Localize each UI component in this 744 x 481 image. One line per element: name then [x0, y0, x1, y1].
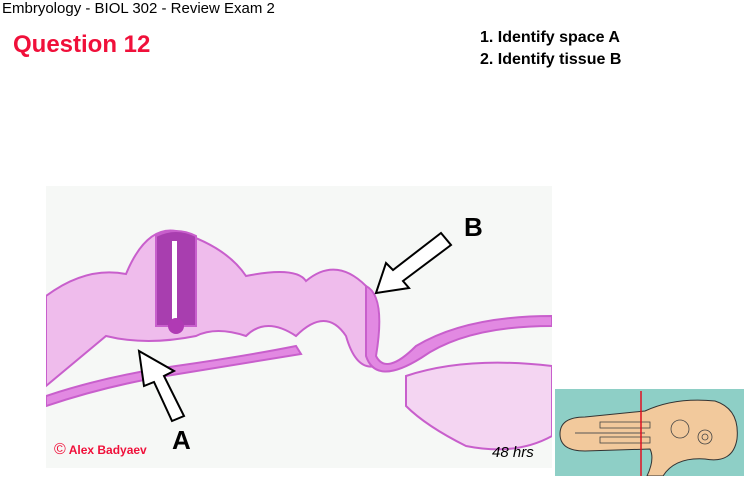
micrograph — [45, 186, 553, 468]
arrow-a — [137, 349, 186, 423]
arrow-b — [374, 231, 453, 295]
credit-text: Alex Badyaev — [68, 443, 147, 457]
copyright-icon: © — [54, 441, 66, 458]
task-item: 1. Identify space A — [480, 29, 620, 46]
task-item: 2. Identify tissue B — [480, 51, 622, 68]
label-a: A — [172, 425, 191, 455]
page-header: Embryology - BIOL 302 - Review Exam 2 — [2, 0, 275, 17]
stage-label: 48 hrs — [492, 444, 534, 461]
task-list: 1. Identify space A 2. Identify tissue B — [480, 27, 621, 71]
question-title: Question 12 — [13, 31, 151, 58]
credit: © Alex Badyaev — [54, 441, 147, 459]
label-b: B — [464, 212, 483, 242]
embryo-inset — [555, 389, 744, 477]
